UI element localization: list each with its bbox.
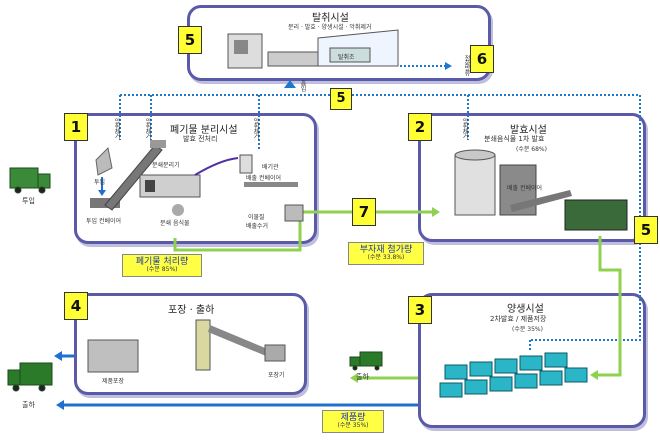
shipping-truck (7, 362, 53, 392)
middle-truck (349, 351, 383, 371)
deodor-title: 탈취시설 (312, 13, 349, 24)
step-badge-2: 2 (408, 113, 432, 141)
foreign-label-2: 배출수거 (246, 223, 269, 230)
separation-equipment (90, 140, 304, 222)
input-label: 투입 (94, 179, 106, 186)
deodor-outlet: 정화방류 (463, 55, 470, 75)
discharge-pipe-label: 배기관 (262, 164, 279, 171)
separator-label: 분쇄분리기 (152, 162, 180, 169)
odor-label-b: 악취제거 (144, 118, 151, 138)
waste-amount: 폐기물 처리량 (135, 257, 189, 267)
odor-label-a: 악취제거 (113, 118, 120, 138)
crushed-food-label: 분쇄 음식물 (160, 220, 190, 227)
separation-subtitle: 발효 전처리 (183, 135, 218, 143)
step-badge-1: 1 (64, 113, 88, 141)
deodor-equipment (227, 29, 399, 69)
additive-box: 부자재 첨가량 (수분 33.8%) (348, 242, 424, 266)
waste-moisture: (수분 85%) (146, 266, 178, 274)
product-box: 제품량 (수분 35%) (322, 410, 384, 434)
step-badge-5-top: 5 (178, 26, 202, 54)
curing-moisture: (수분 35%) (512, 326, 543, 333)
step-badge-5-right: 5 (634, 216, 658, 244)
fermentation-odor-label: 악취제거 (461, 118, 468, 138)
step-badge-7: 7 (352, 198, 376, 226)
product-moisture: (수분 35%) (337, 422, 369, 430)
additive-moisture: (수분 33.8%) (367, 254, 405, 262)
input-truck-label: 투입 (22, 197, 35, 205)
odor-label-c: 악취제거 (252, 118, 259, 138)
step-badge-3: 3 (408, 296, 432, 324)
separation-title: 폐기물 분리시설 (170, 125, 238, 136)
fermentation-moisture: (수분 68%) (516, 146, 547, 153)
product-pack-label: 제품포장 (102, 378, 125, 385)
packing-equipment (87, 319, 286, 373)
packer-label: 포장기 (268, 372, 285, 379)
blue-flow-lines (60, 354, 418, 407)
packing-title: 포장 · 출하 (168, 305, 215, 316)
fermentation-equipment (454, 149, 628, 231)
step-badge-4: 4 (64, 292, 88, 320)
curing-bags (439, 352, 588, 398)
fermentation-subtitle: 분쇄음식물 1차 발효 (484, 135, 545, 143)
discharge-conveyor-label: 배출 컨베이어 (246, 175, 282, 182)
outlet-arrow (445, 62, 452, 70)
waste-amount-box: 폐기물 처리량 (수분 85%) (122, 254, 202, 278)
step-badge-5-mid: 5 (330, 88, 352, 110)
shipping-truck-label: 출하 (22, 401, 35, 409)
odor-duct-lines (119, 65, 641, 350)
step-badge-6: 6 (470, 45, 494, 73)
exhaust-arrow (284, 80, 296, 88)
fermentation-title: 발효시설 (510, 125, 547, 136)
curing-title: 양생시설 (507, 304, 544, 315)
input-conveyor-label: 투입 컨베이어 (86, 218, 122, 225)
product-amount: 제품량 (340, 413, 366, 423)
middle-truck-label: 출하 (356, 373, 369, 381)
deodor-subtitle: 분리 · 발효 · 양생시설 · 악취제거 (288, 24, 372, 31)
curing-subtitle: 2차발효 / 제품저장 (490, 315, 547, 323)
green-flow-lines (173, 210, 622, 380)
exhaust-label: 흡 입 (299, 80, 306, 91)
foreign-label: 이물질 (248, 214, 265, 221)
additive-amount: 부자재 첨가량 (359, 245, 413, 255)
input-truck (9, 167, 51, 194)
fermentation-conveyor-label: 배출 컨베이어 (507, 185, 543, 192)
deodor-tank-label: 탈취조 (338, 54, 355, 61)
